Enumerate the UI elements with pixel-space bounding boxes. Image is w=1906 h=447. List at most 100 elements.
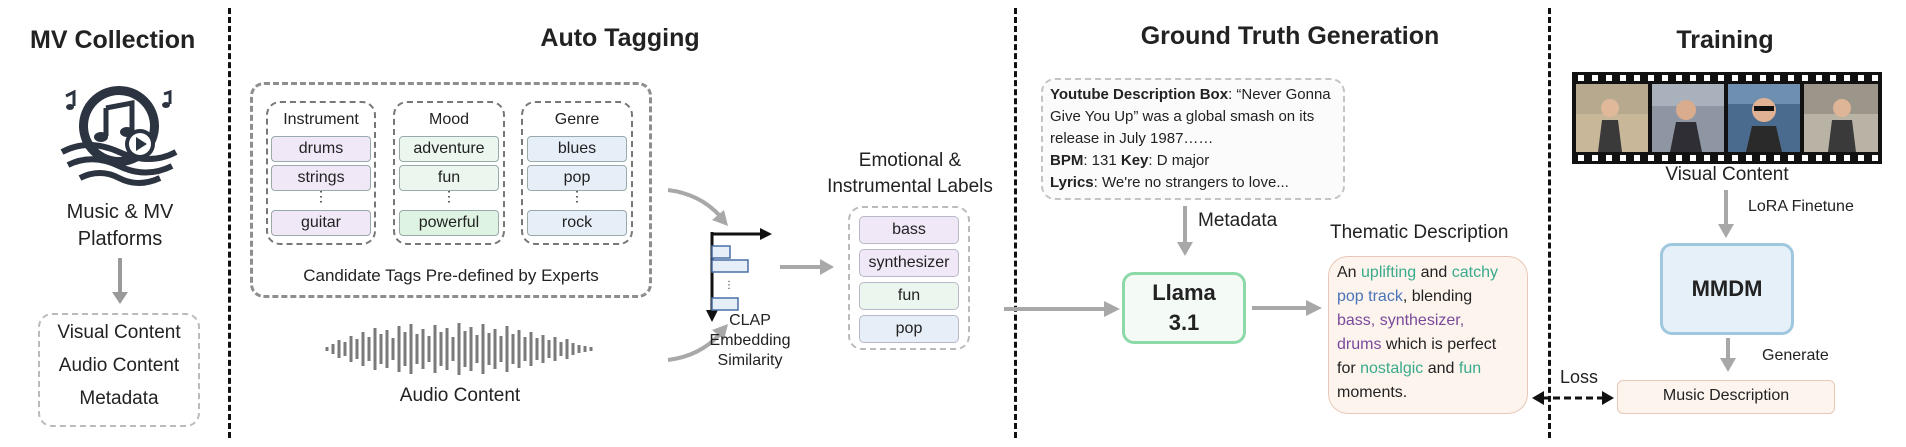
divider-1 — [228, 8, 231, 438]
thematic-word-fun: fun — [1458, 360, 1482, 377]
metadata-line-3: release in July 1987…… — [1050, 130, 1214, 147]
key-key: Key — [1120, 152, 1149, 169]
thematic-word-pop-track: pop track — [1337, 288, 1403, 305]
tag-fun: fun — [399, 165, 499, 191]
thematic-title: Thematic Description — [1330, 222, 1509, 243]
thematic-description-box — [1328, 256, 1528, 414]
thematic-line-4: drums which is perfect — [1337, 336, 1496, 354]
thematic-word-drums: drums — [1337, 336, 1382, 353]
thematic-line-1: An uplifting and catchy — [1337, 264, 1498, 282]
tag-ellipsis: ⋮ — [314, 188, 328, 204]
arrow-to-thematic — [1252, 300, 1322, 316]
bpm-value: : 131 — [1083, 152, 1121, 169]
platforms-label-line1: Music & MV — [66, 201, 174, 223]
thematic-text: for — [1337, 360, 1361, 377]
labels-box — [848, 206, 970, 350]
tag-adventure: adventure — [399, 136, 499, 162]
mv-outputs-box — [38, 313, 200, 427]
divider-2 — [1014, 8, 1017, 438]
clap-label-line2: Embedding — [709, 332, 791, 349]
divider-3 — [1548, 8, 1551, 438]
candidate-tags-caption: Candidate Tags Pre-defined by Experts — [303, 266, 599, 285]
thematic-line-5: for nostalgic and fun — [1337, 360, 1481, 378]
lyrics-value: : We're no strangers to love... — [1093, 174, 1289, 191]
loss-label: Loss — [1560, 367, 1599, 387]
label-bass: bass — [859, 216, 959, 244]
llama-label-line1: Llama — [1152, 280, 1216, 305]
music-description-box — [1617, 380, 1835, 414]
arrow-metadata-down — [1177, 206, 1193, 256]
tag-group-mood — [393, 101, 505, 245]
thematic-line-6: moments. — [1337, 384, 1408, 401]
metadata-line-2: Give You Up” was a global smash on its — [1050, 108, 1315, 125]
visual-content-label: Visual Content — [1665, 164, 1789, 185]
tag-ellipsis: ⋮ — [442, 188, 456, 204]
arrow-lora-down — [1718, 190, 1734, 238]
metadata-line-5: Lyrics: We're no strangers to love... — [1050, 174, 1289, 191]
youtube-description-key: Youtube Description Box — [1050, 86, 1229, 103]
thematic-text: and — [1423, 360, 1459, 377]
llama-label-line2: 3.1 — [1168, 310, 1200, 335]
section-title-ground-truth: Ground Truth Generation — [1140, 22, 1440, 50]
loss-double-arrow — [1532, 391, 1614, 405]
mv-output-metadata: Metadata — [79, 388, 159, 409]
tag-blues: blues — [527, 136, 627, 162]
bpm-key: BPM — [1050, 152, 1084, 169]
arrows-to-clap — [667, 188, 728, 362]
video-frames-filmstrip — [1572, 72, 1882, 164]
music-platform-icon — [60, 86, 178, 186]
labels-title-line2: Instrumental Labels — [827, 176, 993, 197]
key-value: : D major — [1148, 152, 1210, 169]
tag-group-instrument — [266, 101, 376, 245]
arrow-generate-down — [1720, 338, 1736, 372]
tag-group-instrument-title: Instrument — [283, 111, 359, 128]
arrow-down-mv — [112, 258, 128, 304]
metadata-box — [1041, 78, 1345, 200]
mmdm-label: MMDM — [1691, 276, 1763, 301]
metadata-line-4: BPM: 131 Key: D major — [1050, 152, 1209, 169]
clap-label-line1: CLAP — [729, 312, 771, 329]
audio-waveform-icon — [325, 323, 593, 375]
thematic-text: An — [1337, 264, 1362, 281]
metadata-arrow-label: Metadata — [1198, 210, 1278, 231]
thematic-word-uplifting: uplifting — [1361, 264, 1417, 281]
label-fun: fun — [859, 282, 959, 310]
thematic-text: , blending — [1402, 288, 1473, 305]
svg-text:⋮: ⋮ — [724, 280, 734, 291]
tag-group-genre-title: Genre — [554, 111, 600, 128]
generate-label: Generate — [1762, 347, 1829, 364]
youtube-description-value-1: : “Never Gonna — [1228, 86, 1331, 103]
clap-label-line3: Similarity — [717, 352, 783, 369]
section-title-training: Training — [1676, 26, 1774, 54]
labels-title-line1: Emotional & — [858, 150, 962, 171]
tag-guitar: guitar — [271, 210, 371, 236]
tag-group-mood-title: Mood — [428, 111, 470, 128]
tag-ellipsis: ⋮ — [570, 188, 584, 204]
arrow-to-labels — [780, 259, 834, 275]
lyrics-key: Lyrics — [1050, 174, 1094, 191]
thematic-text: and — [1416, 264, 1452, 281]
platforms-label-line2: Platforms — [77, 228, 163, 250]
music-description-label: Music Description — [1662, 387, 1790, 404]
lora-finetune-label: LoRA Finetune — [1748, 198, 1854, 215]
llama-model-box — [1122, 272, 1246, 344]
audio-content-label: Audio Content — [399, 385, 521, 406]
arrow-to-llama — [1004, 301, 1120, 317]
thematic-line-3: bass, synthesizer, — [1337, 312, 1465, 329]
thematic-text: which is perfect — [1381, 336, 1497, 353]
metadata-line-1: Youtube Description Box: “Never Gonna — [1050, 86, 1331, 103]
clap-similarity-icon: ⋮ — [706, 228, 772, 322]
tag-strings: strings — [271, 165, 371, 191]
tag-drums: drums — [271, 136, 371, 162]
thematic-word-nostalgic: nostalgic — [1360, 360, 1424, 377]
label-pop: pop — [859, 315, 959, 343]
tag-group-genre — [521, 101, 633, 245]
candidate-tags-box — [250, 82, 652, 298]
thematic-line-2: pop track, blending — [1337, 288, 1472, 306]
section-title-mv-collection: MV Collection — [30, 26, 196, 54]
thematic-word-catchy: catchy — [1451, 264, 1499, 281]
tag-rock: rock — [527, 210, 627, 236]
tag-pop: pop — [527, 165, 627, 191]
mv-output-visual: Visual Content — [57, 322, 181, 343]
mv-output-audio: Audio Content — [58, 355, 180, 376]
